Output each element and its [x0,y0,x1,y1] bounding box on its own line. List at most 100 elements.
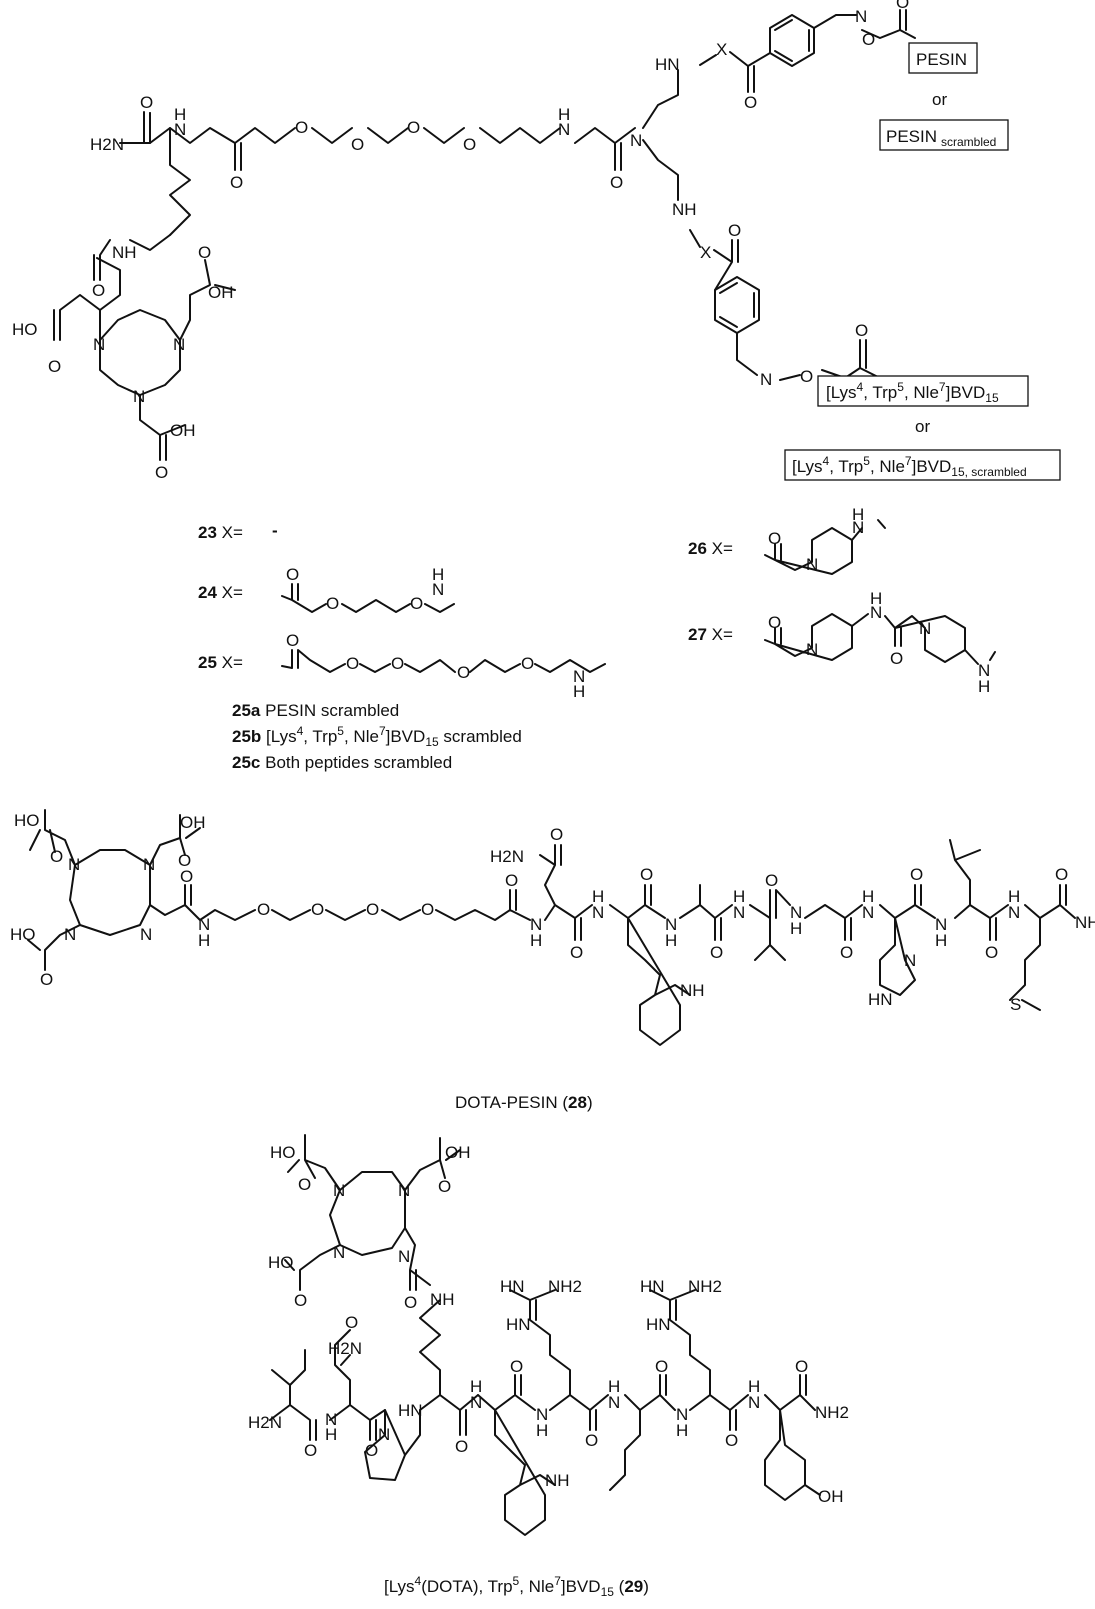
atom-label: O [421,900,434,919]
bond-lines [99,309,181,396]
bond-lines [69,849,151,936]
bond-lines [774,19,810,62]
atom-label: N [733,903,745,922]
atom-label: H2N [328,1339,362,1358]
bond-lines [367,127,409,144]
atom-label: HO [14,811,40,830]
atom-label: N [806,555,818,574]
atom-o: O [463,135,476,154]
atom-label: O [286,631,299,650]
bond-lines [539,844,593,941]
atom-n: N [133,387,145,406]
atom-label: N [573,667,585,686]
atom-label: NH2 [688,1277,722,1296]
bond-lines [404,1137,461,1191]
note-25c-text: Both peptides scrambled [265,753,452,772]
atom-n: N [174,120,186,139]
atom-o: O [92,281,105,300]
atom-label: H [530,931,542,950]
atom-label: H [978,677,990,696]
atom-label: H [935,931,947,950]
atom-label: 25 X= [198,653,243,672]
atom-label: HO [270,1143,296,1162]
atom-o: O [295,118,308,137]
atom-label: 25a PESIN scrambled [232,701,399,720]
atom-label: O [311,900,324,919]
atom-label: N [398,1181,410,1200]
bond-lines [749,889,791,961]
pesin-box [908,42,978,74]
structure-28-atoms: HO O OH O N N N N HO O O N H O O O O O N… [10,811,1095,1014]
atom-label: O [795,1357,808,1376]
atom-label: N [919,619,931,638]
atom-label: N [333,1181,345,1200]
atom-label: NH2 [815,1403,849,1422]
bond-lines [269,1349,317,1441]
bond-lines [29,809,76,866]
atom-label: H [325,1425,337,1444]
bond-lines [689,229,739,291]
atom-label: N [862,903,874,922]
atom-label: O [404,1293,417,1312]
atom-x: X [716,40,727,59]
atom-label: O [457,663,470,682]
atom-n: N [558,120,570,139]
bond-lines [281,649,606,673]
atom-label: O [655,1357,668,1376]
bond-lines [169,127,191,236]
atom-label: H [870,589,882,608]
atom-o: O [855,321,868,340]
atom-h: H [174,105,186,124]
structure-29-atoms: HO O OH O N N N N HO O O NH H2N O H2N O … [248,1143,849,1506]
atom-label: 25c Both peptides scrambled [232,753,452,772]
bond-lines [27,924,81,971]
bond-lines [479,127,561,144]
top-structure-bonds [53,9,916,461]
atom-label: O [985,943,998,962]
atom-label: NH [680,981,705,1000]
atom-label: O [550,825,563,844]
bond-lines [281,583,455,613]
bond-lines [477,1374,556,1536]
atom-label: N [140,925,152,944]
bond-lines [509,1289,609,1431]
atom-label: S [1010,995,1021,1014]
bond-lines [423,127,465,144]
bond-lines [329,1171,406,1256]
bond-lines [404,1227,431,1291]
atom-label: N [470,1393,482,1412]
atom-label: HN [506,1315,531,1334]
note-25a-id: 25a [232,701,261,720]
atom-o: O [48,357,61,376]
bond-lines [364,1409,421,1481]
atom-label: H [665,931,677,950]
pesin-scrambled-box [879,119,1009,151]
atom-label: HN [398,1401,423,1420]
bond-lines [813,9,916,39]
atom-label: O [725,1431,738,1450]
atom-label: N [64,925,76,944]
atom-label: N [665,915,677,934]
bond-lines [609,884,691,1046]
atom-label: H [470,1377,482,1396]
atom-label: O [768,613,781,632]
atom-label: H [852,505,864,524]
atom-label: H [536,1421,548,1440]
atom-label: O [710,943,723,962]
atom-label: O [438,1177,451,1196]
atom-label: HO [10,925,36,944]
atom-label: HN [640,1277,665,1296]
bond-lines [914,839,1009,941]
bond-lines [642,139,679,201]
atom-label: O [178,851,191,870]
structure-28-bonds [27,809,1076,1046]
atom-label: O [326,594,339,613]
atom-label: O [366,900,379,919]
note-25c-id: 25c [232,753,260,772]
atom-label: N [333,1243,345,1262]
atom-o: O [140,93,153,112]
atom-label: O [365,1441,378,1460]
atom-label: H [733,887,745,906]
atom-label: N [398,1247,410,1266]
atom-label: 24 X= [198,583,243,602]
